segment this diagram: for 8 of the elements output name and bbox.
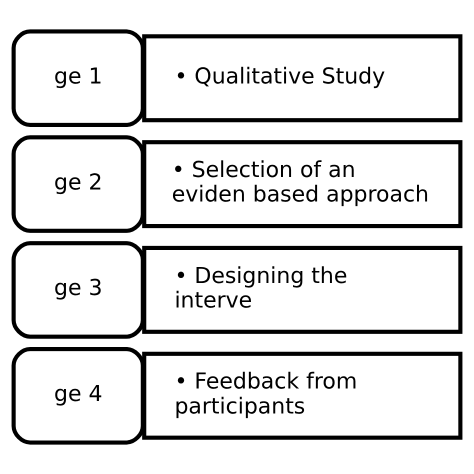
node-box: ge 1 bbox=[12, 29, 145, 128]
node-box: • Qualitative Study bbox=[142, 34, 462, 122]
node-box: ge 4 bbox=[12, 346, 145, 445]
node-box: • Selection of an eviden based approach bbox=[142, 140, 462, 228]
node-box: • Feedback from participants bbox=[142, 352, 462, 440]
node-box: ge 3 bbox=[12, 241, 145, 339]
node-box: • Designing the interve bbox=[142, 246, 462, 334]
node-box: ge 2 bbox=[12, 135, 145, 233]
